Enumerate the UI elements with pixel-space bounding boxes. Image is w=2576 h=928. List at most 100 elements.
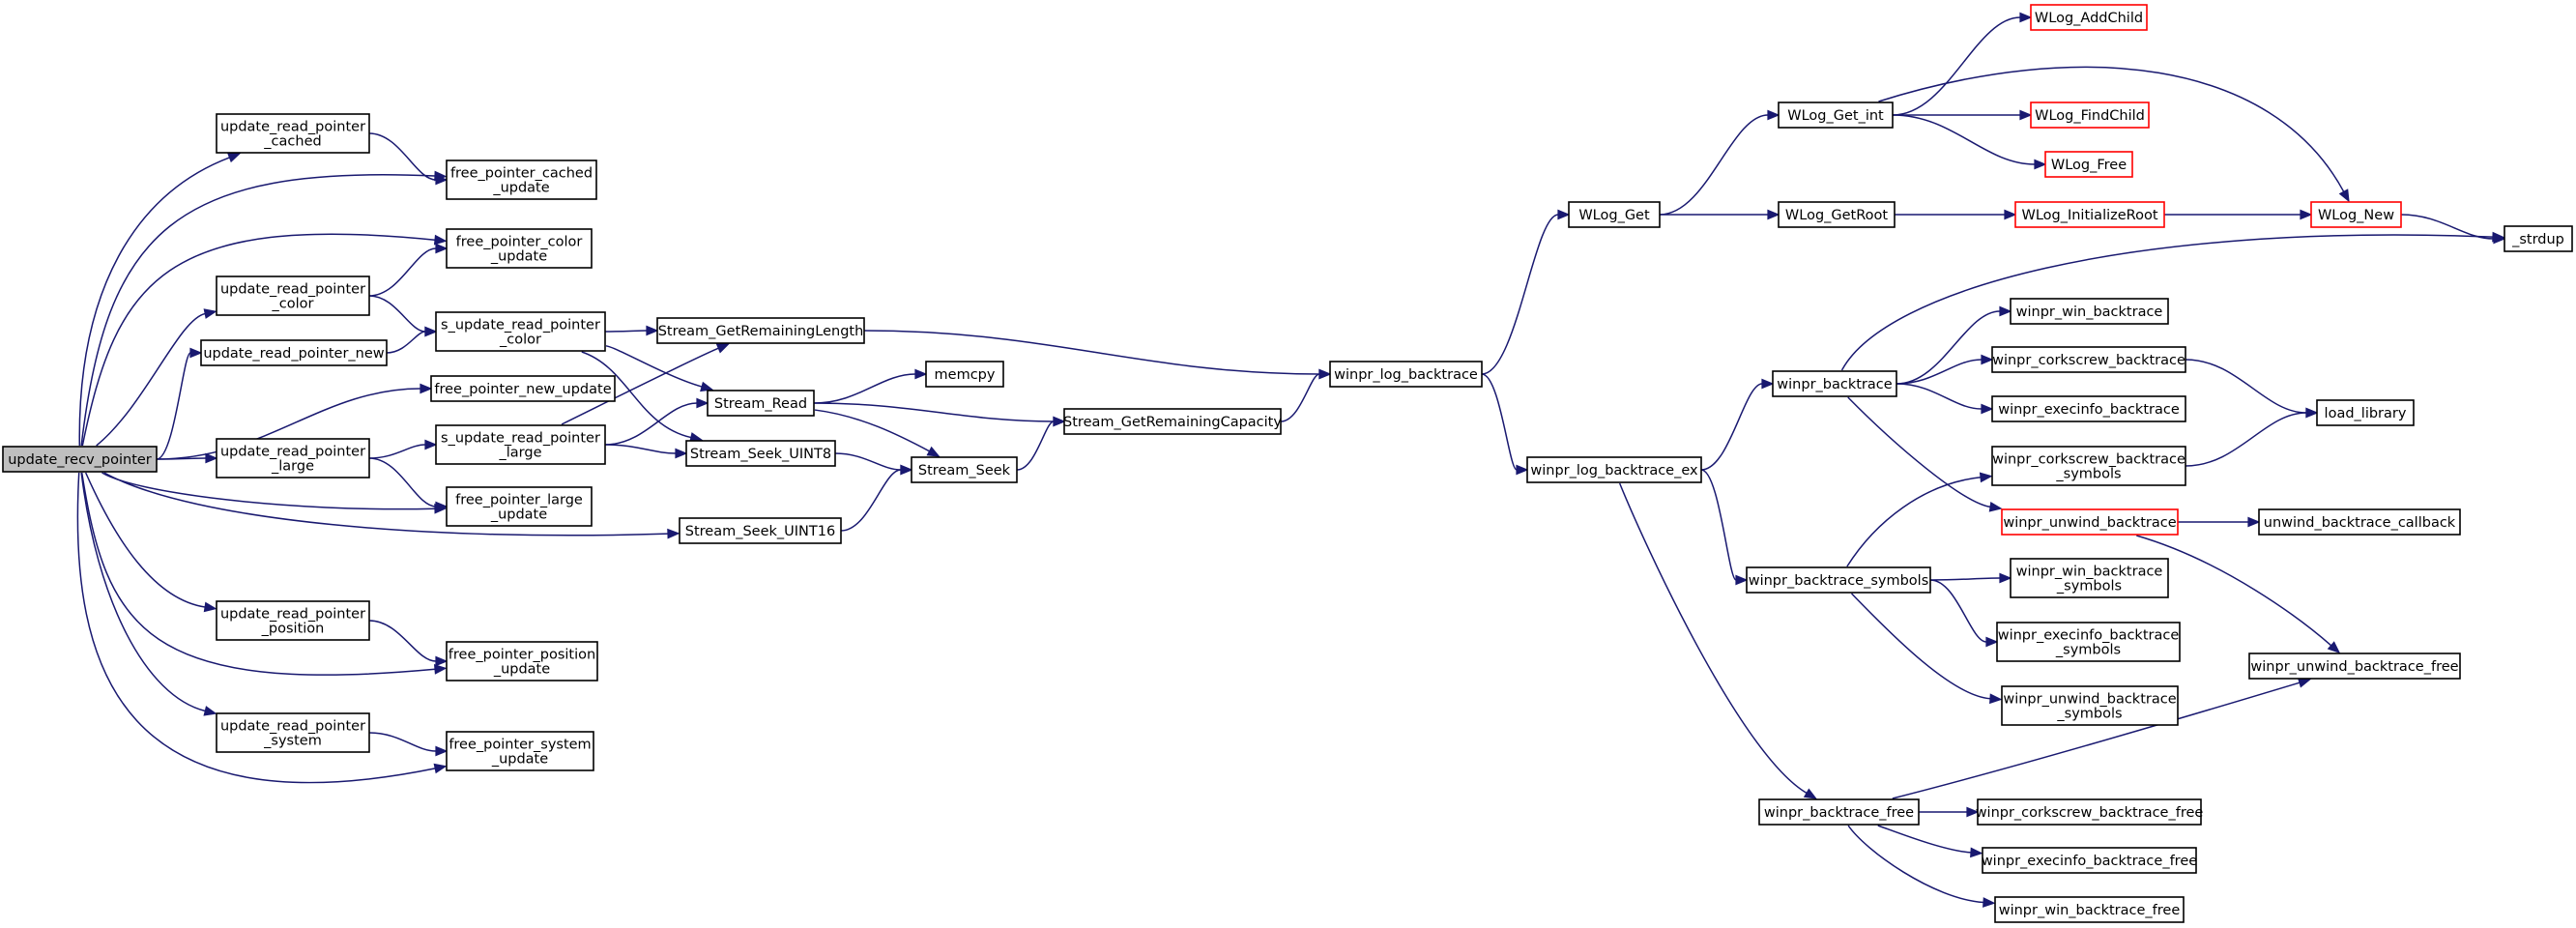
- edge-wbtsym-to-wwinbtsym: [1929, 572, 2012, 584]
- node-label: winpr_log_backtrace: [1334, 367, 1478, 383]
- node-fp-large[interactable]: free_pointer_large_update: [446, 486, 593, 527]
- node-label: WLog_AddChild: [2035, 11, 2143, 26]
- node-fp-system[interactable]: free_pointer_system_update: [446, 731, 594, 771]
- node-sgrc[interactable]: Stream_GetRemainingCapacity: [1063, 408, 1282, 435]
- node-box: [1977, 798, 2202, 826]
- node-urp-system[interactable]: update_read_pointer_system: [216, 712, 370, 753]
- arrowhead: [1999, 572, 2012, 584]
- node-box: [2014, 201, 2165, 228]
- edge-line: [2185, 359, 2307, 414]
- edge-sgrc-to-wlb: [1280, 368, 1332, 422]
- node-sseek16[interactable]: Stream_Seek_UINT16: [679, 517, 842, 544]
- node-wlfree[interactable]: WLog_Free: [2044, 151, 2133, 178]
- arrowhead: [1981, 354, 1994, 365]
- arrowhead: [2019, 12, 2033, 23]
- node-label: Stream_Seek_UINT16: [685, 524, 835, 539]
- node-sread[interactable]: Stream_Read: [707, 390, 815, 417]
- edge-wlgetint-to-wladdchild: [1892, 12, 2033, 116]
- node-label: WLog_Get: [1578, 208, 1650, 223]
- node-fp-color[interactable]: free_pointer_color_update: [446, 228, 593, 269]
- edge-s_urp_large-to-sread: [604, 397, 709, 446]
- node-wlinitroot[interactable]: WLog_InitializeRoot: [2014, 201, 2165, 228]
- node-fp-position[interactable]: free_pointer_position_update: [446, 641, 598, 682]
- edge-line: [1929, 579, 1987, 643]
- node-strdup[interactable]: _strdup: [2504, 225, 2573, 252]
- arrowhead: [1516, 464, 1529, 476]
- node-wlget[interactable]: WLog_Get: [1568, 201, 1661, 228]
- node-wbtfree[interactable]: winpr_backtrace_free: [1758, 798, 1920, 826]
- node-sseek8[interactable]: Stream_Seek_UINT8: [685, 440, 836, 467]
- node-label: free_pointer_cached: [450, 166, 593, 182]
- edge-urp_new-to-s_urp_color: [386, 326, 438, 354]
- node-wwinbt[interactable]: winpr_win_backtrace: [2010, 298, 2169, 325]
- node-urp-color[interactable]: update_read_pointer_color: [216, 276, 370, 316]
- node-update-recv-pointer[interactable]: update_recv_pointer: [2, 446, 158, 473]
- edge-line: [84, 472, 206, 608]
- node-box: [2044, 151, 2133, 178]
- node-sgrl[interactable]: Stream_GetRemainingLength: [656, 317, 865, 344]
- node-urp-large[interactable]: update_read_pointer_large: [216, 438, 370, 478]
- node-wlgetint[interactable]: WLog_Get_int: [1778, 102, 1894, 129]
- node-wwinbtsym[interactable]: winpr_win_backtrace_symbols: [2010, 558, 2169, 598]
- arrowhead: [914, 368, 928, 380]
- edge-wlbex-to-wbt: [1700, 378, 1775, 471]
- node-label: update_read_pointer: [220, 120, 365, 135]
- arrowhead: [424, 439, 438, 450]
- node-s-urp-large[interactable]: s_update_read_pointer_large: [435, 424, 606, 465]
- edge-line: [80, 472, 206, 712]
- node-wlfindchild[interactable]: WLog_FindChild: [2030, 102, 2150, 129]
- node-fp-new[interactable]: free_pointer_new_update: [430, 375, 616, 402]
- arrowhead: [1735, 574, 1749, 586]
- node-wbtsym[interactable]: winpr_backtrace_symbols: [1746, 566, 1931, 594]
- node-memcpy[interactable]: memcpy: [925, 361, 1004, 388]
- node-loadlib[interactable]: load_library: [2316, 399, 2415, 426]
- edge-line: [1016, 420, 1055, 471]
- node-wcorkbtfree[interactable]: winpr_corkscrew_backtrace_free: [1976, 798, 2204, 826]
- node-wcorkbtsym[interactable]: winpr_corkscrew_backtrace_symbols: [1991, 446, 2186, 486]
- node-box: [2001, 685, 2179, 726]
- node-wunwindbtsym[interactable]: winpr_unwind_backtrace_symbols: [2001, 685, 2179, 726]
- edge-wlgetint-to-wlfree: [1892, 114, 2047, 170]
- node-sseek[interactable]: Stream_Seek: [911, 456, 1018, 483]
- node-urp-new[interactable]: update_read_pointer_new: [200, 339, 388, 366]
- node-wunwindbtfree[interactable]: winpr_unwind_backtrace_free: [2248, 652, 2461, 680]
- edge-urp_large-to-fp_large: [368, 457, 449, 512]
- arrowhead: [2034, 159, 2047, 170]
- node-wexecbtsym[interactable]: winpr_execinfo_backtrace_symbols: [1996, 622, 2181, 662]
- node-wcorkbt[interactable]: winpr_corkscrew_backtrace: [1991, 346, 2186, 373]
- node-wwinbtfree[interactable]: winpr_win_backtrace_free: [1994, 896, 2185, 923]
- arrowhead: [1767, 209, 1780, 220]
- arrowhead: [700, 381, 714, 392]
- node-label: WLog_Free: [2051, 158, 2127, 173]
- node-label: winpr_execinfo_backtrace_free: [1982, 854, 2197, 869]
- node-wlb[interactable]: winpr_log_backtrace: [1329, 361, 1483, 388]
- edge-line: [1878, 66, 2345, 192]
- node-label: winpr_unwind_backtrace: [2003, 692, 2176, 708]
- arrowhead: [424, 326, 438, 337]
- node-urp-position[interactable]: update_read_pointer_position: [216, 600, 370, 641]
- edge-line: [2400, 214, 2495, 240]
- arrowhead: [227, 153, 242, 163]
- node-label: free_pointer_new_update: [434, 382, 611, 397]
- node-box: [1994, 896, 2185, 923]
- node-box: [2258, 508, 2461, 536]
- node-wladdchild[interactable]: WLog_AddChild: [2030, 4, 2148, 31]
- node-wunwindbt[interactable]: winpr_unwind_backtrace: [2001, 508, 2179, 536]
- node-label: _large: [271, 459, 314, 475]
- node-wlnew[interactable]: WLog_New: [2310, 201, 2402, 228]
- node-label: winpr_backtrace_free: [1764, 805, 1914, 821]
- edge-s_urp_color-to-sgrl: [604, 325, 659, 336]
- node-label: update_read_pointer: [220, 282, 365, 298]
- node-wexecbt[interactable]: winpr_execinfo_backtrace: [1991, 395, 2186, 422]
- arrowhead: [2300, 209, 2313, 220]
- node-wlbex[interactable]: winpr_log_backtrace_ex: [1526, 456, 1702, 483]
- node-s-urp-color[interactable]: s_update_read_pointer_color: [435, 311, 606, 352]
- node-wlgetroot[interactable]: WLog_GetRoot: [1778, 201, 1896, 228]
- node-fp-cached[interactable]: free_pointer_cached_update: [446, 160, 597, 200]
- node-wbt[interactable]: winpr_backtrace: [1772, 370, 1897, 397]
- node-urp-cached[interactable]: update_read_pointer_cached: [216, 113, 370, 154]
- edge-wlbex-to-wbtfree: [1618, 482, 1817, 799]
- node-box: [1063, 408, 1282, 435]
- node-unwindcb[interactable]: unwind_backtrace_callback: [2258, 508, 2461, 536]
- node-wexecbtfree[interactable]: winpr_execinfo_backtrace_free: [1982, 847, 2197, 874]
